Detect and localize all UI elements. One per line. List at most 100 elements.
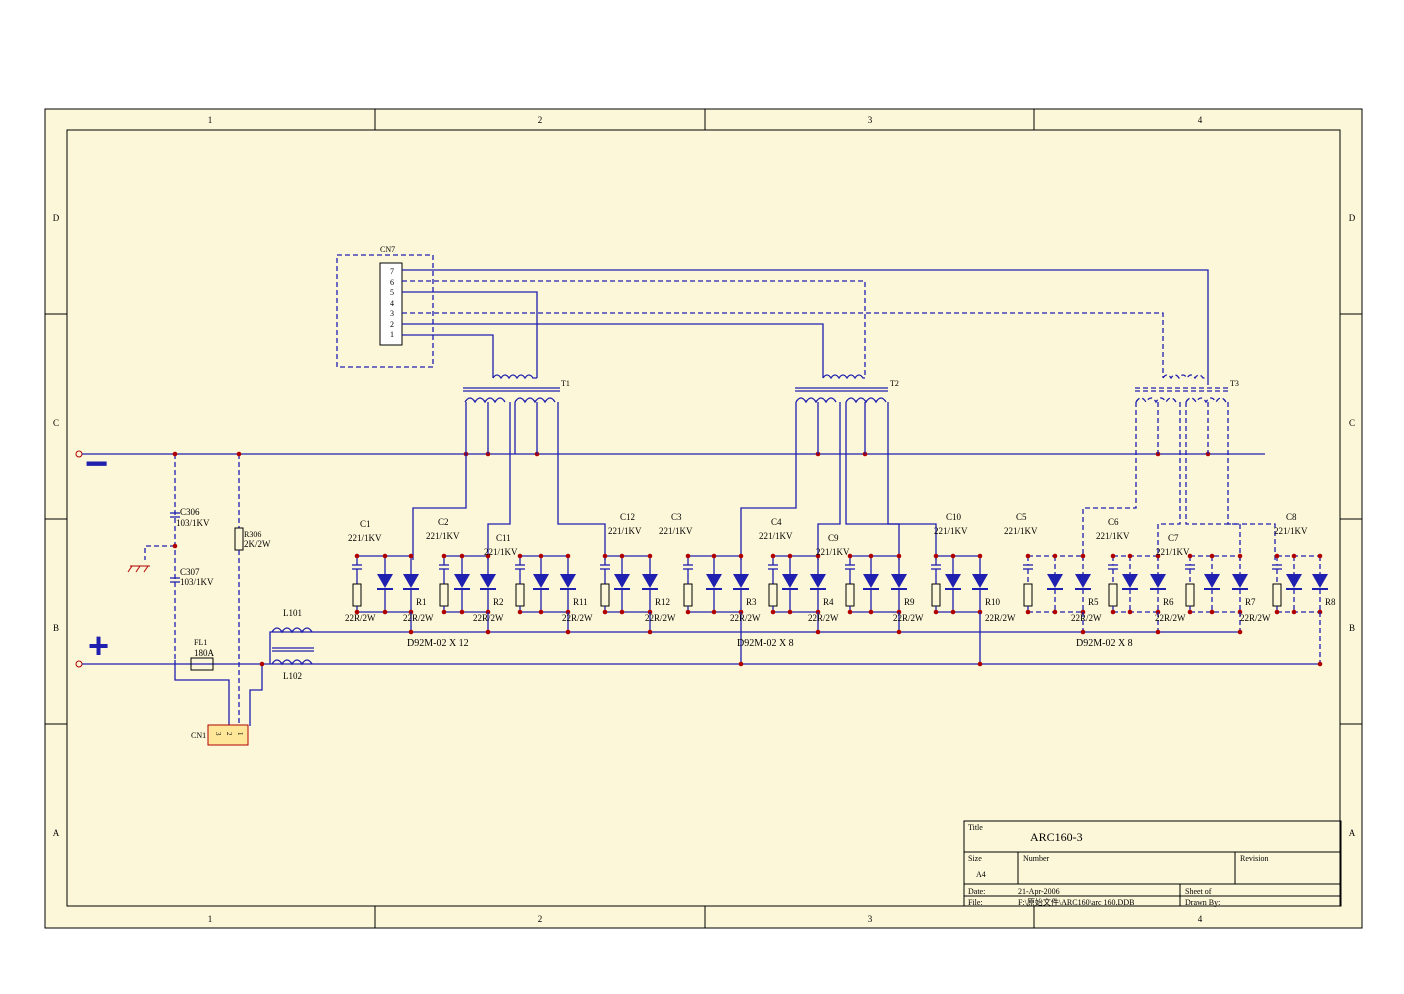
res-value-r4: 22R/2W <box>730 613 761 623</box>
transformer-t1: T1 <box>463 374 570 404</box>
cap-ref-c10: C10 <box>946 512 962 522</box>
res-ref-r5: R5 <box>1088 597 1099 607</box>
res-value-r9: 22R/2W <box>808 613 839 623</box>
res-ref-r8: R8 <box>1325 597 1336 607</box>
res-ref-r3: R3 <box>746 597 757 607</box>
input-filter: C306 103/1KV C307 103/1KV R306 2K/2W FL1… <box>127 454 314 726</box>
fuse-ref: FL1 <box>194 638 207 647</box>
cn7-pin-6: 6 <box>390 278 394 287</box>
cap-value-c5: 221/1KV <box>1004 526 1038 536</box>
size-value: A4 <box>976 870 986 879</box>
res-value-r12: 22R/2W <box>562 613 593 623</box>
cn1-pin-2: 2 <box>225 732 233 736</box>
secondary-wiring <box>412 402 1276 560</box>
cap-value-c4: 221/1KV <box>759 531 793 541</box>
res-value-r6: 22R/2W <box>1071 613 1102 623</box>
c306-ref: C306 <box>180 507 200 517</box>
row-label-left-d: D <box>53 213 60 223</box>
outer-frame <box>44 108 1363 929</box>
cap-value-c1: 221/1KV <box>348 533 382 543</box>
cap-ref-c7: C7 <box>1168 533 1179 543</box>
t1-label: T1 <box>561 379 570 388</box>
plus-terminal-symbol: + <box>88 625 109 666</box>
res-ref-r7: R7 <box>1245 597 1256 607</box>
cap-ref-c4: C4 <box>771 517 782 527</box>
res-ref-r12: R12 <box>655 597 670 607</box>
cap-ref-c8: C8 <box>1286 512 1297 522</box>
date-label: Date: <box>968 887 985 896</box>
transformer-t3: T3 <box>1135 374 1239 404</box>
diode-note-3: D92M-02 X 8 <box>1076 638 1133 649</box>
number-label: Number <box>1023 854 1050 863</box>
row-label-left-b: B <box>53 623 59 633</box>
r306-value: 2K/2W <box>244 539 271 549</box>
c307-ref: C307 <box>180 567 200 577</box>
cap-ref-c5: C5 <box>1016 512 1027 522</box>
cn7-pin-4: 4 <box>390 299 394 308</box>
cn7-pin-3: 3 <box>390 309 394 318</box>
title-block: Title ARC160-3 Size A4 Number Revision D… <box>963 820 1342 907</box>
zone-dividers <box>45 109 1362 928</box>
revision-label: Revision <box>1240 854 1268 863</box>
cn7-pin-1: 1 <box>390 330 394 339</box>
minus-terminal-symbol: − <box>85 442 108 486</box>
negative-rail: − <box>75 442 1265 486</box>
res-value-r3: 22R/2W <box>645 613 676 623</box>
row-label-right-b: B <box>1349 623 1355 633</box>
cap-ref-c2: C2 <box>438 517 449 527</box>
res-ref-r1: R1 <box>416 597 427 607</box>
title-label: Title <box>968 823 983 832</box>
date-value: 21-Apr-2006 <box>1018 887 1060 896</box>
row-label-left-a: A <box>53 828 60 838</box>
col-label-top-1: 1 <box>208 115 213 125</box>
res-ref-r2: R2 <box>493 597 504 607</box>
t2-label: T2 <box>890 379 899 388</box>
cap-value-c11: 221/1KV <box>484 547 518 557</box>
cn1-pin-1: 1 <box>236 732 244 736</box>
cn7-pin-2: 2 <box>390 320 394 329</box>
sheet-label: Sheet of <box>1185 887 1212 896</box>
col-label-bottom-1: 1 <box>208 914 213 924</box>
res-ref-r10: R10 <box>985 597 1001 607</box>
res-value-r11: 22R/2W <box>473 613 504 623</box>
cn7-wiring <box>402 269 1209 385</box>
col-label-bottom-2: 2 <box>538 914 543 924</box>
diode-note-2: D92M-02 X 8 <box>737 638 794 649</box>
res-ref-r11: R11 <box>573 597 588 607</box>
inner-frame <box>66 129 1341 907</box>
connector-cn7: CN7 7 6 5 4 3 2 1 <box>336 245 434 368</box>
cap-value-c12: 221/1KV <box>608 526 642 536</box>
drawn-by-label: Drawn By: <box>1185 898 1220 907</box>
positive-rail: + <box>75 625 1320 668</box>
rectifier-cells <box>352 553 1328 667</box>
row-label-right-a: A <box>1349 828 1356 838</box>
col-label-bottom-3: 3 <box>868 914 873 924</box>
cn1-ref: CN1 <box>191 731 206 740</box>
cap-value-c6: 221/1KV <box>1096 531 1130 541</box>
l102-label: L102 <box>283 671 302 681</box>
connector-cn1: CN1 3 2 1 <box>191 724 249 746</box>
title-value: ARC160-3 <box>1030 830 1083 844</box>
col-label-bottom-4: 4 <box>1198 914 1203 924</box>
file-label: File: <box>968 898 983 907</box>
cn7-pin-7: 7 <box>390 267 394 276</box>
rectifier-labels: C1221/1KVR122R/2WC2221/1KVR222R/2WC11221… <box>345 512 1336 623</box>
res-ref-r4: R4 <box>823 597 834 607</box>
cn7-pin-5: 5 <box>390 288 394 297</box>
diode-note-1: D92M-02 X 12 <box>407 638 469 649</box>
cap-value-c2: 221/1KV <box>426 531 460 541</box>
res-value-r10: 22R/2W <box>893 613 924 623</box>
transformer-t2: T2 <box>795 374 899 404</box>
c307-value: 103/1KV <box>180 577 214 587</box>
cap-ref-c11: C11 <box>496 533 511 543</box>
cap-value-c8: 221/1KV <box>1274 526 1308 536</box>
r306-ref: R306 <box>244 530 261 539</box>
fuse-value: 180A <box>194 648 215 658</box>
row-label-left-c: C <box>53 418 59 428</box>
cap-ref-c12: C12 <box>620 512 635 522</box>
size-label: Size <box>968 854 982 863</box>
res-ref-r9: R9 <box>904 597 915 607</box>
cn1-pin-3: 3 <box>214 732 222 736</box>
row-label-right-d: D <box>1349 213 1356 223</box>
